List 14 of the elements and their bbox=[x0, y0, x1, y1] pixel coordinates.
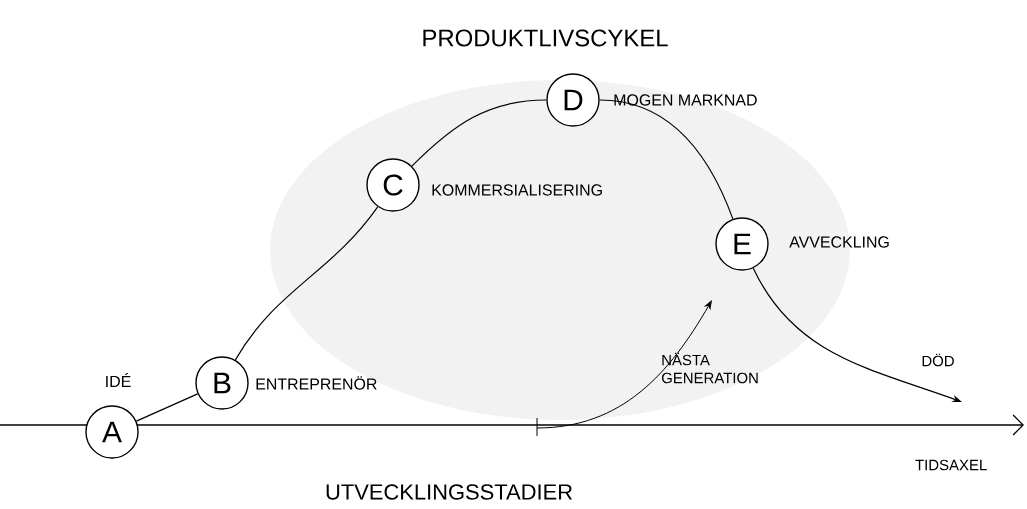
stage-label: IDÉ bbox=[106, 373, 131, 387]
label: UTVECKLINGSSTADIER bbox=[326, 484, 573, 500]
stage-label: AVVECKLING bbox=[789, 236, 889, 248]
stage-label: MOGEN MARKNAD bbox=[614, 94, 757, 106]
label: TIDSAXEL bbox=[915, 459, 987, 471]
title: PRODUKTLIVSCYKEL bbox=[423, 29, 668, 47]
stage-label: KOMMERSIALISERING bbox=[432, 184, 602, 196]
stage-label: ENTREPRENÖR bbox=[256, 376, 377, 390]
curve bbox=[411, 99, 547, 167]
edge-label: DÖD bbox=[922, 353, 954, 367]
curve bbox=[135, 393, 199, 422]
curve bbox=[234, 206, 379, 361]
curve bbox=[599, 99, 734, 220]
label: NÄSTA GENERATION bbox=[661, 352, 758, 384]
